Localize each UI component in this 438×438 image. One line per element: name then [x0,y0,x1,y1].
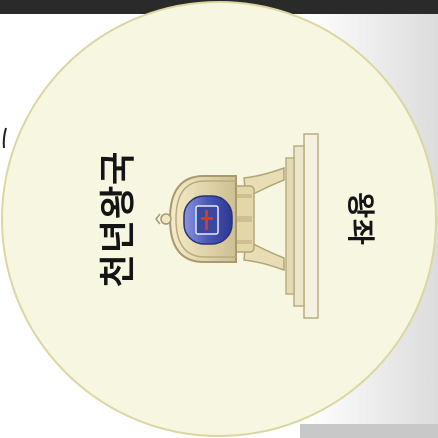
edge-tick [2,127,7,149]
seat-ornament [234,194,252,244]
throne-steps [285,133,319,319]
bottom-strip [300,424,438,438]
cross-icon [201,210,213,230]
throne-finial [155,213,172,225]
throne-label: 왕좌 [344,192,377,246]
millennium-kingdom-label: 천년왕국 [98,150,139,288]
